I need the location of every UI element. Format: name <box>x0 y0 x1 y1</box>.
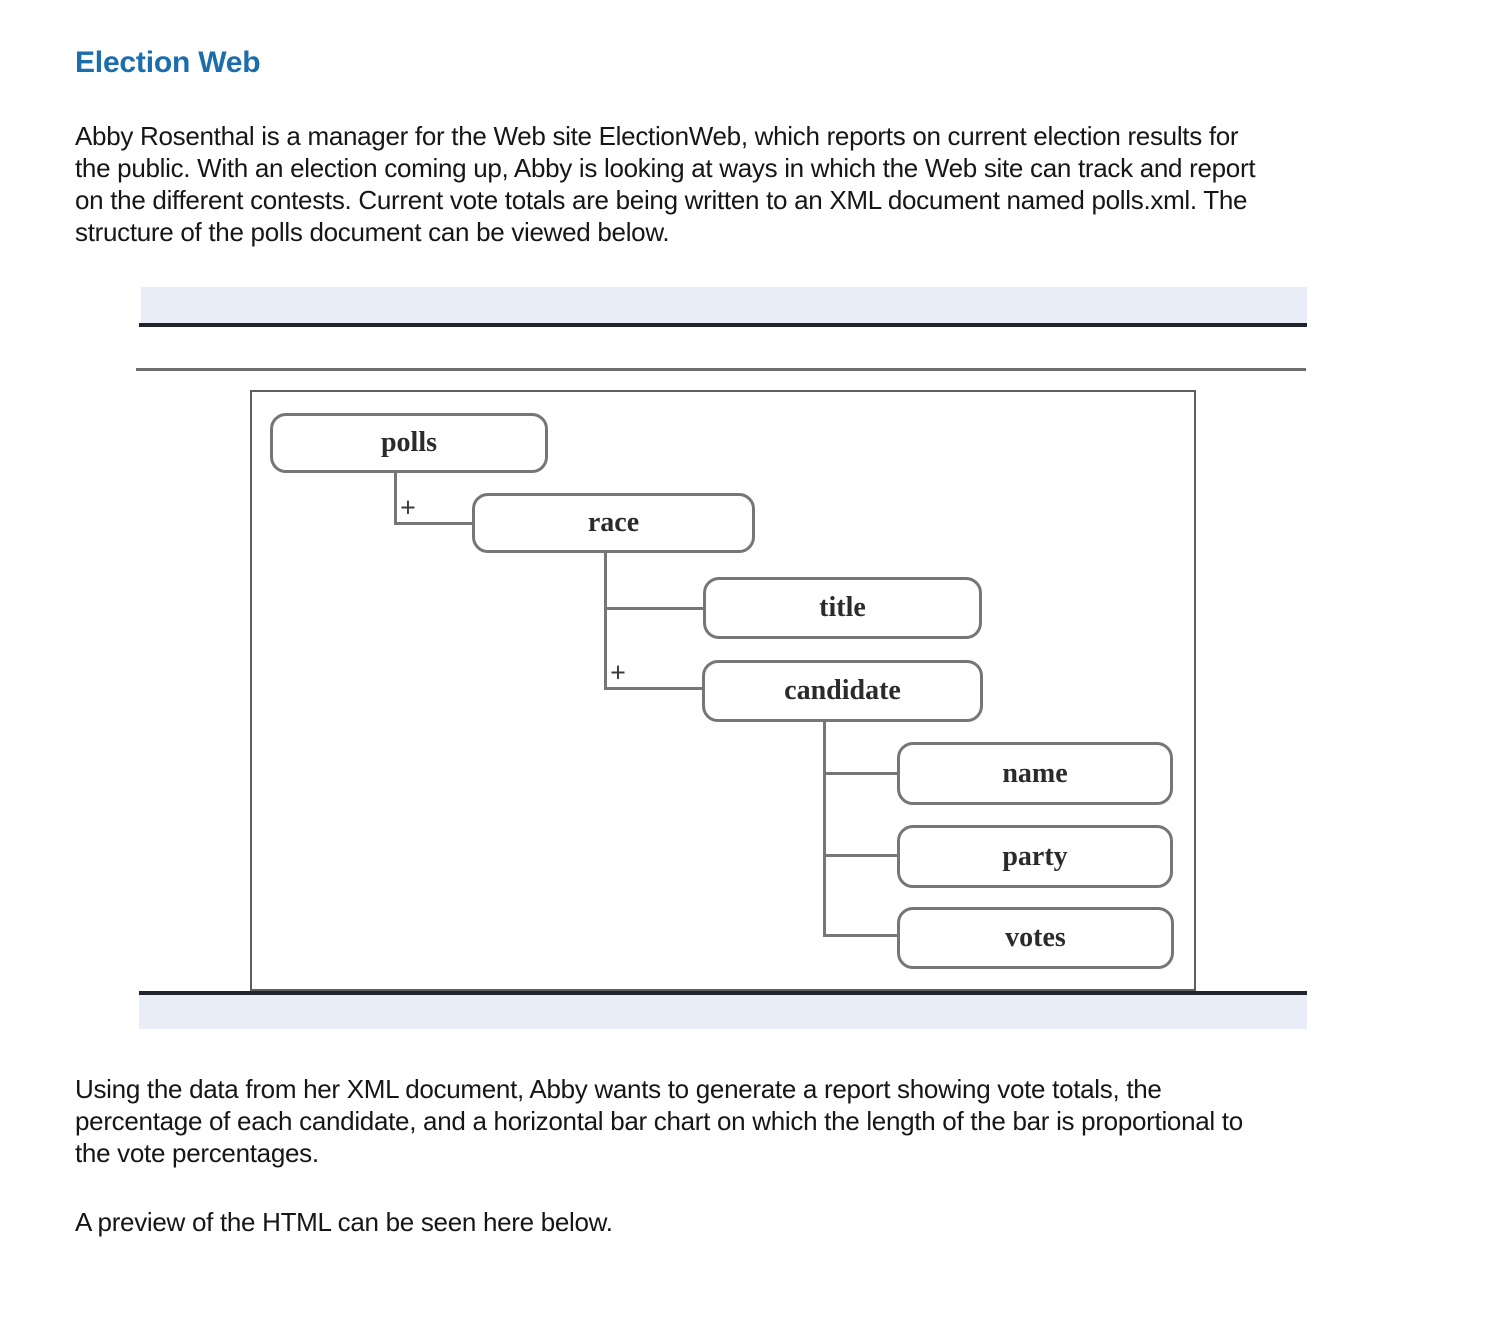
preview-paragraph: A preview of the HTML can be seen here b… <box>75 1207 613 1237</box>
connector-polls-race-horizontal <box>394 522 474 525</box>
connector-race-title-horizontal <box>604 607 705 610</box>
report-paragraph: Using the data from her XML document, Ab… <box>75 1074 1243 1168</box>
node-party: party <box>897 825 1173 888</box>
figure-top-toolbar-band <box>141 287 1307 323</box>
node-candidate: candidate <box>702 660 983 722</box>
node-title: title <box>703 577 982 639</box>
connector-race-candidate-horizontal <box>604 687 704 690</box>
connector-race-children-vertical <box>604 551 607 690</box>
page-title: Election Web <box>75 46 261 79</box>
figure-upper-gray-rule <box>136 368 1306 371</box>
node-name: name <box>897 742 1173 805</box>
connector-polls-race-vertical <box>394 471 397 524</box>
connector-candidate-votes-horizontal <box>823 934 899 937</box>
repeat-marker-polls-race: + <box>400 493 416 524</box>
figure-top-dark-rule <box>139 323 1307 327</box>
connector-candidate-party-horizontal <box>823 854 899 857</box>
repeat-marker-race-candidate: + <box>610 658 626 689</box>
connector-candidate-children-vertical <box>823 720 826 937</box>
intro-paragraph: Abby Rosenthal is a manager for the Web … <box>75 121 1256 247</box>
figure-bottom-dark-rule <box>139 991 1307 995</box>
figure-bottom-status-band <box>139 995 1307 1029</box>
node-votes: votes <box>897 907 1174 969</box>
node-polls: polls <box>270 413 548 473</box>
node-race: race <box>472 493 755 553</box>
connector-candidate-name-horizontal <box>823 772 899 775</box>
